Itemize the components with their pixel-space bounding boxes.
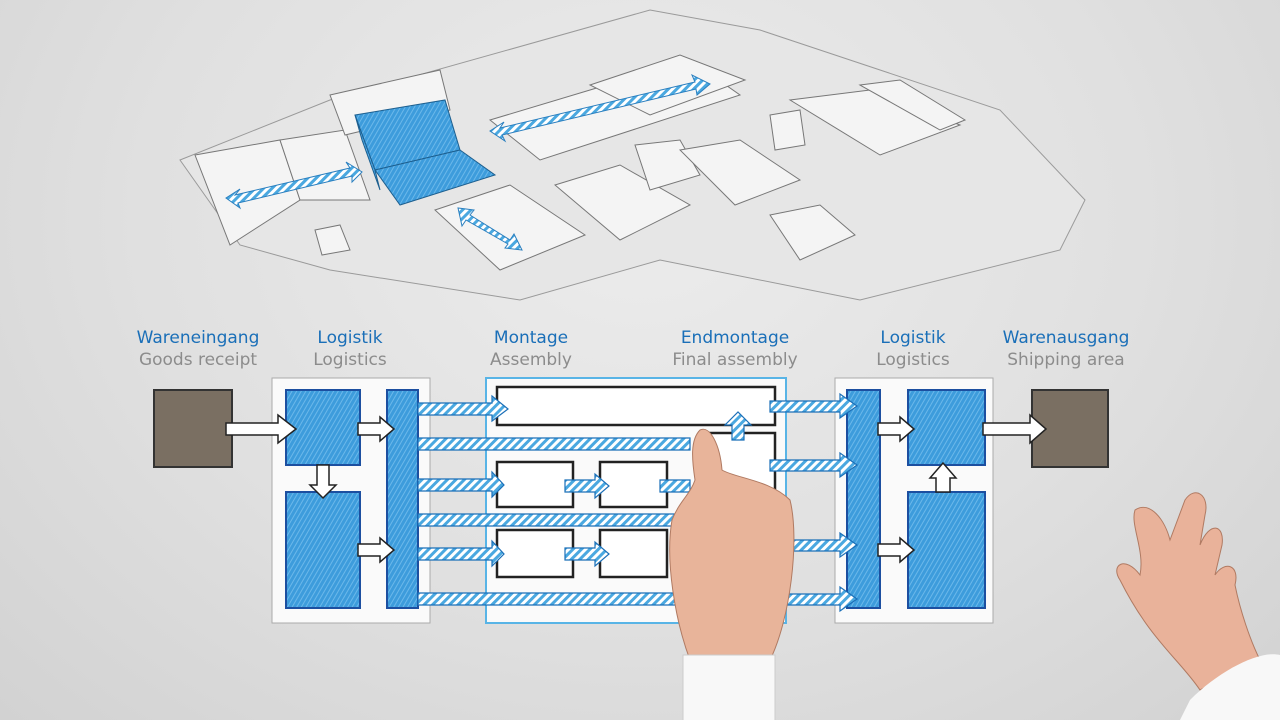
factory-site-sketch	[179, 9, 1086, 301]
resting-hand	[1116, 492, 1280, 720]
stage-label-de: Logistik	[317, 328, 383, 348]
stage-shipping: Warenausgang Shipping area	[966, 327, 1166, 371]
stage-logistics-in: Logistik Logistics	[250, 327, 450, 371]
stage-label-en: Goods receipt	[138, 350, 258, 370]
pointing-hand	[669, 428, 795, 720]
highlighted-warehouse	[354, 99, 497, 206]
stage-label-de: Wareneingang	[136, 328, 260, 348]
site-flow-arrows	[225, 73, 711, 251]
stage-label-de: Montage	[493, 328, 569, 348]
stage-label-de: Warenausgang	[1002, 328, 1130, 348]
stage-assembly: Montage Assembly	[431, 327, 631, 371]
stage-label-de: Logistik	[880, 328, 946, 348]
stage-label-en: Final assembly	[672, 350, 798, 370]
process-flow	[153, 377, 1109, 624]
stage-final-assembly: Endmontage Final assembly	[635, 327, 835, 371]
stage-goods-receipt: Wareneingang Goods receipt	[98, 327, 298, 371]
conveyor-arrows	[417, 392, 859, 613]
stage-logistics-out: Logistik Logistics	[813, 327, 1013, 371]
material-arrows	[225, 413, 1048, 564]
goods-receipt-dock	[153, 389, 233, 468]
stage-label-de: Endmontage	[680, 328, 790, 348]
stage-label-en: Assembly	[490, 350, 572, 370]
stage-label-en: Logistics	[876, 350, 950, 370]
stage-label-en: Shipping area	[1007, 350, 1125, 370]
stage-label-en: Logistics	[313, 350, 387, 370]
